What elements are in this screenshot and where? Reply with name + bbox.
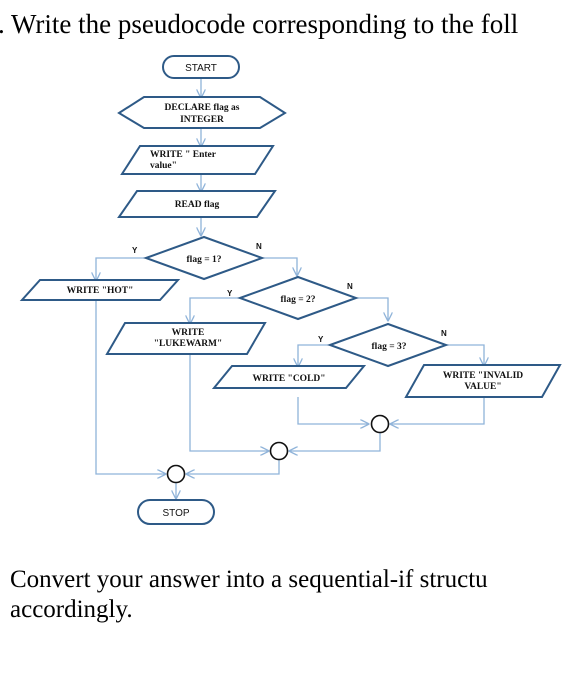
write-invalid-line-1: WRITE "INVALID xyxy=(443,371,523,381)
read-flag-io: READ flag xyxy=(117,190,277,218)
write-cold-label: WRITE "COLD" xyxy=(252,374,325,384)
merge-connector-2 xyxy=(269,441,289,461)
decision2-yes-label: Y xyxy=(227,289,233,298)
edge-cold-merge3 xyxy=(297,397,368,424)
decision1-label: flag = 1? xyxy=(187,255,222,265)
flowchart: START DECLARE flag as INTEGER WRITE " En… xyxy=(19,55,562,525)
edge-merge2-merge1 xyxy=(187,459,280,474)
edge-decision2-no xyxy=(356,297,388,320)
declare-line-1: DECLARE flag as xyxy=(165,103,240,113)
write-enter-line-2: value" xyxy=(150,161,177,171)
write-cold-io: WRITE "COLD" xyxy=(211,365,367,389)
read-flag-label: READ flag xyxy=(175,200,220,210)
edge-decision3-no xyxy=(446,344,484,365)
decision2-label: flag = 2? xyxy=(281,295,316,305)
followup-text: Convert your answer into a sequential-if… xyxy=(10,565,562,625)
stop-terminal: STOP xyxy=(137,499,215,525)
question-text: . Write the pseudocode corresponding to … xyxy=(0,9,519,39)
followup-line-2: accordingly. xyxy=(10,596,133,623)
edge-hot-merge1 xyxy=(95,300,165,474)
start-terminal: START xyxy=(162,55,240,79)
write-lukewarm-line-1: WRITE xyxy=(172,328,205,338)
decision3-no-label: N xyxy=(441,329,447,338)
decision-flag-1: flag = 1? Y N xyxy=(132,235,265,281)
edge-decision3-yes xyxy=(298,344,330,366)
followup-line-1: Convert your answer into a sequential-if… xyxy=(10,566,488,593)
edge-merge3-merge2 xyxy=(290,432,381,451)
write-invalid-line-2: VALUE" xyxy=(464,382,501,392)
edge-decision1-no xyxy=(262,257,297,275)
merge-connector-1 xyxy=(166,464,186,484)
write-invalid-io: WRITE "INVALID VALUE" xyxy=(404,364,562,398)
start-label: START xyxy=(185,63,217,74)
edge-invalid-merge3 xyxy=(391,397,485,424)
decision1-yes-label: Y xyxy=(132,246,138,255)
decision-flag-3: flag = 3? Y N xyxy=(318,322,449,368)
decision3-label: flag = 3? xyxy=(372,342,407,352)
write-lukewarm-io: WRITE "LUKEWARM" xyxy=(105,322,267,355)
stop-label: STOP xyxy=(162,508,189,519)
decision2-no-label: N xyxy=(347,282,353,291)
merge-connector-3 xyxy=(370,414,390,434)
decision3-yes-label: Y xyxy=(318,335,324,344)
decision1-no-label: N xyxy=(256,242,262,251)
edge-lukewarm-merge2 xyxy=(189,354,268,451)
write-enter-line-1: WRITE " Enter xyxy=(150,150,217,160)
write-enter-io: WRITE " Enter value" xyxy=(120,145,275,175)
decision-flag-2: flag = 2? Y N xyxy=(227,275,359,321)
write-hot-io: WRITE "HOT" xyxy=(19,279,181,301)
declare-preparation: DECLARE flag as INTEGER xyxy=(117,96,287,129)
edge-decision2-yes xyxy=(190,297,240,323)
edge-decision1-yes xyxy=(96,257,146,280)
write-hot-label: WRITE "HOT" xyxy=(67,286,134,296)
declare-line-2: INTEGER xyxy=(180,115,224,125)
write-lukewarm-line-2: "LUKEWARM" xyxy=(154,339,223,349)
